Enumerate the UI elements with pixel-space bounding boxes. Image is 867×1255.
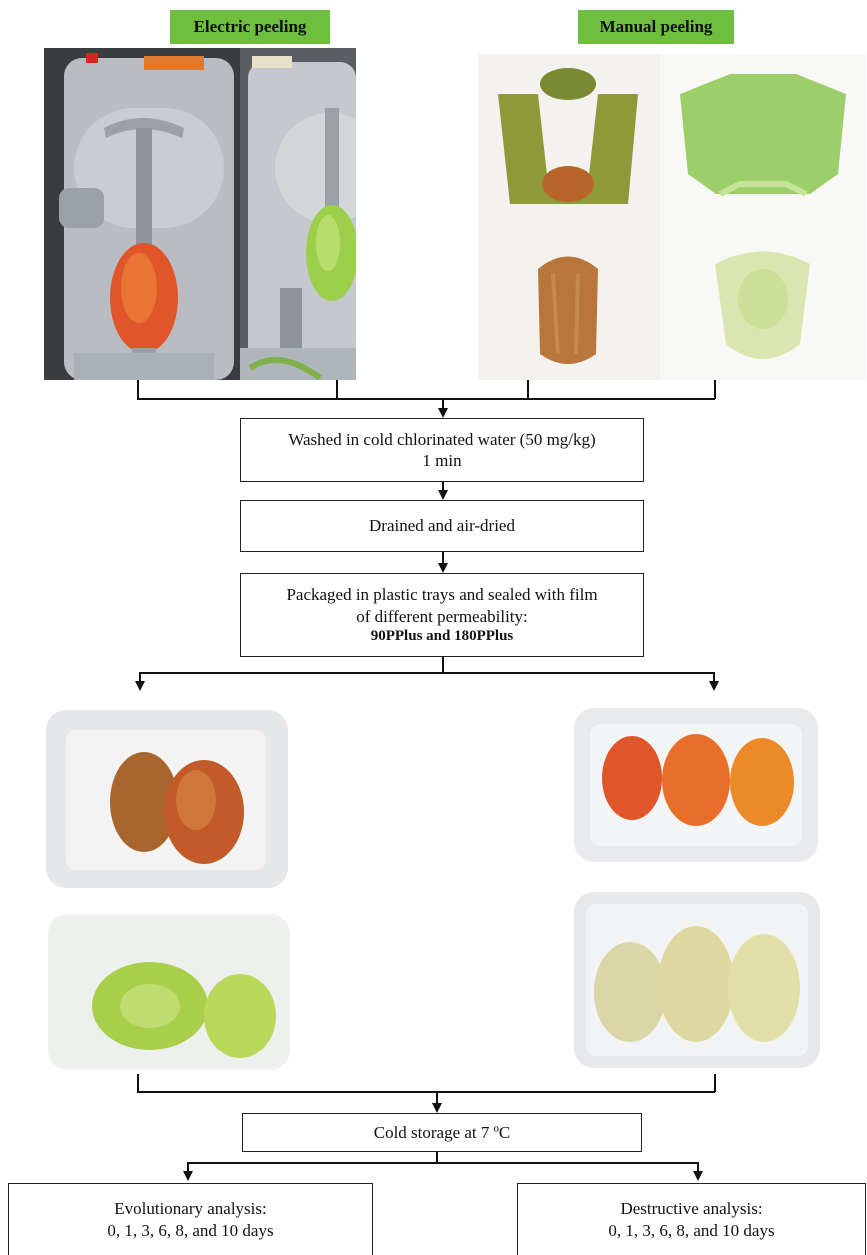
wash-step-box: Washed in cold chlorinated water (50 mg/… [240, 418, 644, 482]
connector-tick-3 [527, 380, 529, 399]
storage-text: Cold storage at 7 ºC [374, 1122, 511, 1143]
destructive-days: 0, 1, 3, 6, 8, and 10 days [608, 1220, 774, 1241]
arrow-left-trays [135, 681, 145, 691]
arrow-to-evolutionary [183, 1171, 193, 1181]
wash-line-2: 1 min [422, 450, 461, 471]
electric-peeling-label: Electric peeling [170, 10, 330, 44]
evolutionary-analysis-box: Evolutionary analysis: 0, 1, 3, 6, 8, an… [8, 1183, 373, 1255]
tray-photo-left-green [40, 906, 298, 1078]
destructive-analysis-box: Destructive analysis: 0, 1, 3, 6, 8, and… [517, 1183, 866, 1255]
tray-photo-left-red [36, 700, 298, 898]
package-step-box: Packaged in plastic trays and sealed wit… [240, 573, 644, 657]
drain-text: Drained and air-dried [369, 515, 515, 536]
connector-tick-1 [137, 380, 139, 399]
evolutionary-days: 0, 1, 3, 6, 8, and 10 days [107, 1220, 273, 1241]
storage-step-box: Cold storage at 7 ºC [242, 1113, 642, 1152]
arrow-right-trays [709, 681, 719, 691]
package-line-3: 90PPlus and 180PPlus [371, 627, 514, 646]
analysis-split-horizontal [187, 1162, 698, 1164]
merge-right-rise [714, 1074, 716, 1092]
drain-step-box: Drained and air-dried [240, 500, 644, 552]
arrow-to-storage [432, 1103, 442, 1113]
manual-peeling-photo-green [660, 54, 866, 380]
evolutionary-title: Evolutionary analysis: [114, 1198, 267, 1219]
arrow-to-package [438, 563, 448, 573]
top-connector-horizontal [137, 398, 715, 400]
destructive-title: Destructive analysis: [620, 1198, 762, 1219]
connector-package-down [442, 657, 444, 672]
connector-tick-2 [336, 380, 338, 399]
package-line-2: of different permeability: [356, 606, 528, 627]
arrow-to-wash [438, 408, 448, 418]
merge-left-rise [137, 1074, 139, 1092]
manual-peeling-photo-red [478, 54, 660, 380]
electric-peeling-photo-red [44, 48, 240, 380]
arrow-to-destructive [693, 1171, 703, 1181]
manual-peeling-label: Manual peeling [578, 10, 734, 44]
arrow-to-drain [438, 490, 448, 500]
merge-horizontal [137, 1091, 715, 1093]
tray-photo-right-pale [566, 884, 828, 1076]
split-horizontal [139, 672, 714, 674]
electric-peeling-photo-green [240, 48, 356, 380]
connector-tick-4 [714, 380, 716, 399]
package-line-1: Packaged in plastic trays and sealed wit… [286, 584, 597, 605]
tray-photo-right-red [566, 700, 826, 870]
wash-line-1: Washed in cold chlorinated water (50 mg/… [288, 429, 595, 450]
